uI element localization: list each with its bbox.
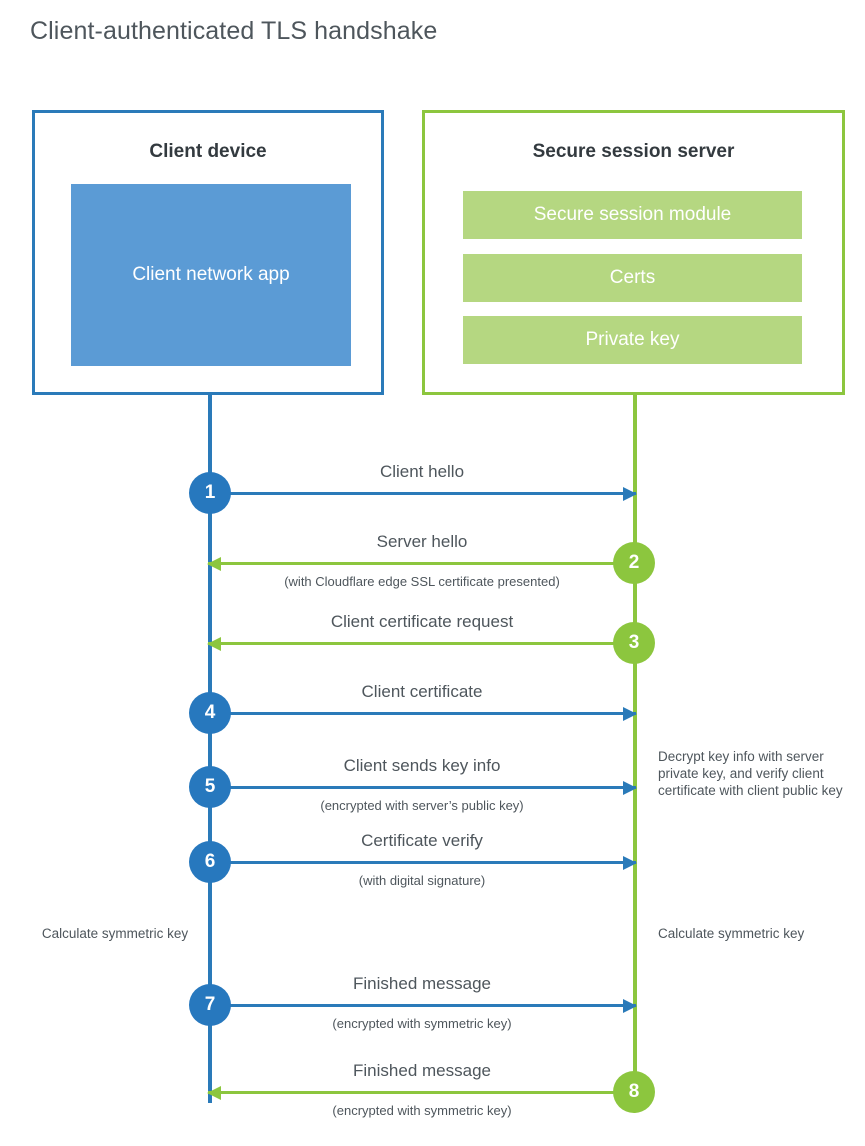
arrowhead-left-icon	[207, 557, 221, 571]
message-label-2: Server hello	[376, 532, 468, 551]
message-line-4	[208, 712, 636, 715]
message-label-3: Client certificate request	[330, 612, 514, 631]
client-lifeline	[208, 392, 212, 1103]
arrowhead-left-icon	[207, 637, 221, 651]
step-circle-6: 6	[189, 841, 231, 883]
page-title: Client-authenticated TLS handshake	[30, 17, 438, 45]
message-line-6	[208, 861, 636, 864]
message-label-4: Client certificate	[361, 682, 483, 701]
message-line-8	[208, 1091, 636, 1094]
message-line-5	[208, 786, 636, 789]
server-item-private-key: Private key	[463, 316, 802, 364]
message-arrow-8: Finished message (encrypted with symmetr…	[207, 1061, 636, 1118]
message-arrow-4: Client certificate	[208, 682, 637, 721]
client-network-app-box: Client network app	[71, 184, 351, 366]
message-sublabel-2: (with Cloudflare edge SSL certificate pr…	[284, 574, 560, 589]
message-arrow-3: Client certificate request	[207, 612, 636, 651]
step-circle-7: 7	[189, 984, 231, 1026]
message-sublabel-7: (encrypted with symmetric key)	[332, 1016, 512, 1031]
arrowhead-left-icon	[207, 1086, 221, 1100]
arrowhead-right-icon	[623, 487, 637, 501]
message-label-5: Client sends key info	[343, 756, 501, 775]
message-label-8: Finished message	[353, 1061, 491, 1080]
message-arrow-1: Client hello	[208, 462, 637, 501]
message-arrow-6: Certificate verify (with digital signatu…	[208, 831, 637, 888]
step-circle-4: 4	[189, 692, 231, 734]
message-arrow-2: Server hello (with Cloudflare edge SSL c…	[207, 532, 636, 589]
arrowhead-right-icon	[623, 707, 637, 721]
client-device-title: Client device	[149, 141, 267, 162]
client-calculate-symmetric-key-note: Calculate symmetric key	[41, 926, 189, 941]
message-line-3	[208, 642, 636, 645]
arrowhead-right-icon	[623, 856, 637, 870]
client-device-box: Client device Client network app	[32, 110, 384, 395]
message-sublabel-6: (with digital signature)	[358, 873, 486, 888]
message-label-1: Client hello	[379, 462, 465, 481]
secure-session-server-box: Secure session server Secure session mod…	[422, 110, 845, 395]
decrypt-key-info-note: Decrypt key info with server private key…	[658, 749, 843, 798]
server-item-secure-session-module: Secure session module	[463, 191, 802, 239]
arrowhead-right-icon	[623, 999, 637, 1013]
message-line-2	[208, 562, 636, 565]
message-line-7	[208, 1004, 636, 1007]
message-line-1	[208, 492, 636, 495]
step-circle-3: 3	[613, 622, 655, 664]
message-label-7: Finished message	[353, 974, 491, 993]
step-circle-5: 5	[189, 766, 231, 808]
message-arrow-7: Finished message (encrypted with symmetr…	[208, 974, 637, 1031]
message-arrow-5: Client sends key info (encrypted with se…	[208, 756, 637, 813]
secure-session-server-title: Secure session server	[532, 141, 735, 162]
message-sublabel-8: (encrypted with symmetric key)	[332, 1103, 512, 1118]
step-circle-1: 1	[189, 472, 231, 514]
step-circle-2: 2	[613, 542, 655, 584]
server-item-certs: Certs	[463, 254, 802, 302]
message-sublabel-5: (encrypted with server’s public key)	[320, 798, 524, 813]
step-circle-8: 8	[613, 1071, 655, 1113]
server-lifeline	[633, 392, 637, 1092]
message-label-6: Certificate verify	[361, 831, 483, 850]
server-calculate-symmetric-key-note: Calculate symmetric key	[658, 926, 805, 941]
arrowhead-right-icon	[623, 781, 637, 795]
